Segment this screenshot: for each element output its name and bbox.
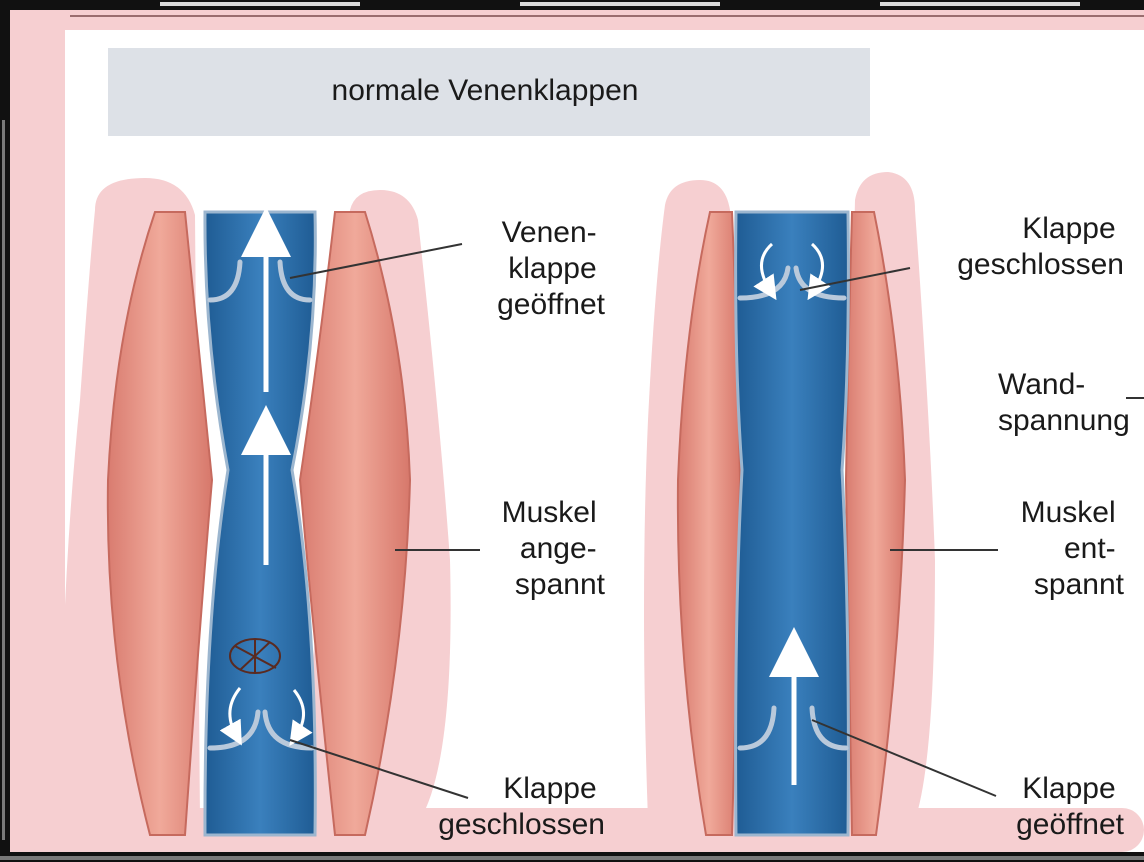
left-valve-top-label: Venen- klappe geöffnet (497, 216, 606, 321)
title: normale Venenklappen (332, 74, 639, 107)
top-pink-band (10, 10, 1144, 30)
left-vein (205, 212, 315, 835)
left-pink-band (10, 10, 65, 852)
